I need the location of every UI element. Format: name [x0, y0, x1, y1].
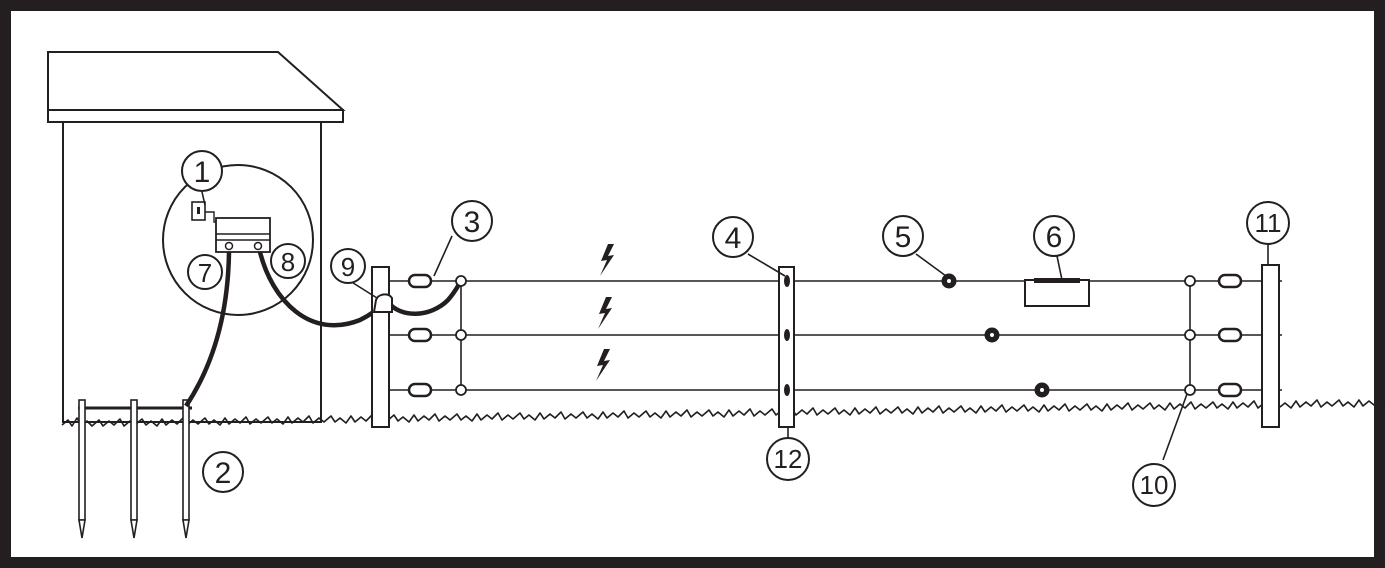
ground-rod-tip	[78, 519, 86, 539]
ground-rods	[78, 399, 192, 539]
junction-point	[455, 329, 467, 341]
line-post-insulators	[784, 275, 790, 396]
insulators-left	[407, 273, 433, 398]
ground-rod	[182, 399, 190, 521]
callout-9: 9	[330, 248, 366, 284]
lightning-bolt-icon	[596, 349, 610, 381]
callout-2-label: 2	[215, 457, 232, 490]
end-insulator	[407, 382, 433, 398]
wire-junctions	[455, 275, 1196, 396]
callout-11-label: 11	[1255, 208, 1282, 238]
callout-3-label: 3	[464, 206, 481, 239]
energizer-detail	[162, 164, 314, 316]
connection-clamp	[372, 293, 393, 313]
callout-1-label: 1	[194, 156, 211, 189]
junction-point	[1184, 275, 1196, 287]
line-post	[778, 266, 795, 428]
callout-2: 2	[202, 451, 244, 493]
energizer-terminal-fence	[253, 241, 263, 251]
callout-10-label: 10	[1140, 470, 1169, 500]
callout-6: 6	[1033, 215, 1075, 257]
ground-lead-cable	[184, 251, 232, 408]
callout-12: 12	[766, 437, 810, 481]
ground-rod-tip	[130, 519, 138, 539]
callout-9-label: 9	[341, 252, 355, 282]
callout-11: 11	[1246, 201, 1290, 245]
warning-sign-plate	[1024, 279, 1090, 307]
callout-12-label: 12	[774, 444, 803, 474]
ground-grass	[61, 398, 1385, 427]
post-insulator	[784, 275, 790, 287]
callout-6-label: 6	[1046, 221, 1063, 254]
callout-5: 5	[882, 215, 924, 257]
callout-3: 3	[451, 200, 493, 242]
lightning-bolt-icon	[598, 297, 612, 329]
wire-connectors	[941, 273, 1050, 398]
junction-point	[455, 384, 467, 396]
post-insulator	[784, 329, 790, 341]
callout-8: 8	[270, 243, 306, 279]
end-insulator	[407, 273, 433, 289]
callout-10: 10	[1132, 463, 1176, 507]
ground-rod-tip	[182, 519, 190, 539]
insulators-right	[1217, 273, 1243, 398]
junction-point	[455, 275, 467, 287]
callout-8-label: 8	[281, 247, 295, 277]
warning-sign-hook	[1034, 278, 1080, 283]
callout-7: 7	[187, 254, 223, 290]
building-eave	[47, 109, 344, 123]
end-insulator	[1217, 327, 1243, 343]
post-insulator	[784, 384, 790, 396]
corner-post-left	[371, 266, 390, 428]
callout-1: 1	[181, 150, 223, 192]
callout-5-label: 5	[895, 221, 912, 254]
junction-point	[1184, 384, 1196, 396]
corner-post-right	[1261, 264, 1280, 428]
warning-sign	[1024, 278, 1090, 307]
end-insulator	[1217, 382, 1243, 398]
callout-leaders	[201, 191, 1269, 461]
callout-4-label: 4	[725, 222, 742, 255]
lightning-bolt-icon	[596, 244, 614, 381]
outlet-slot	[197, 207, 200, 214]
end-insulator	[407, 327, 433, 343]
end-insulator	[1217, 273, 1243, 289]
junction-point	[1184, 329, 1196, 341]
ground-rod	[130, 399, 138, 521]
lightning-bolt-icon	[600, 244, 614, 276]
energizer-terminal-ground	[224, 241, 234, 251]
callout-4: 4	[712, 216, 754, 258]
callout-7-label: 7	[198, 258, 212, 288]
ground-rod	[78, 399, 86, 521]
